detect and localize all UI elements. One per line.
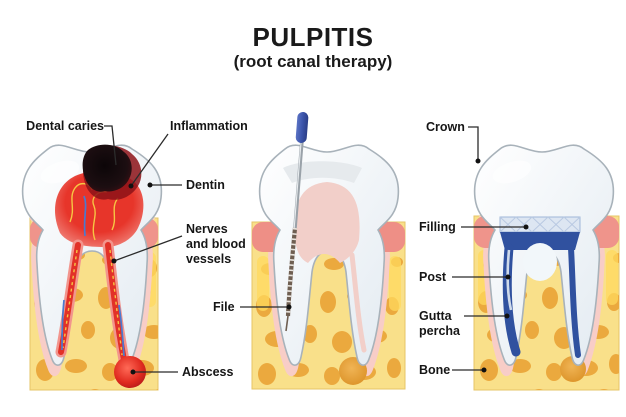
tooth-treatment	[258, 112, 400, 366]
furcation-dentin	[523, 243, 557, 281]
leader-dots	[111, 158, 529, 375]
label-inflammation: Inflammation	[170, 119, 248, 133]
root-filling	[500, 232, 581, 358]
leader-lines	[104, 125, 526, 373]
pulp-chamber	[294, 182, 360, 263]
label-dental-caries: Dental caries	[26, 119, 104, 133]
label-filling: Filling	[419, 220, 456, 234]
label-gutta-percha: Gutta percha	[419, 309, 460, 338]
label-nerves: Nerves and blood vessels	[186, 222, 246, 266]
label-crown: Crown	[426, 120, 465, 134]
page-title: PULPITIS	[252, 22, 374, 52]
abscess-ball	[114, 356, 146, 388]
tooth-diseased	[21, 144, 163, 388]
label-bone: Bone	[419, 363, 451, 377]
gutta-percha-right	[568, 245, 581, 358]
filling-material	[499, 216, 581, 233]
label-abscess: Abscess	[182, 365, 234, 379]
label-file: File	[213, 300, 235, 314]
label-post: Post	[419, 270, 447, 284]
root-canal-right	[105, 242, 127, 363]
post-pin	[506, 249, 513, 311]
label-dentin: Dentin	[186, 178, 225, 192]
blood-vessels	[61, 195, 125, 357]
tooth-restored	[473, 144, 615, 366]
access-cavity	[283, 161, 362, 183]
caries-spot	[82, 144, 132, 192]
file-handle	[295, 112, 309, 143]
page-subtitle: (root canal therapy)	[233, 52, 393, 71]
